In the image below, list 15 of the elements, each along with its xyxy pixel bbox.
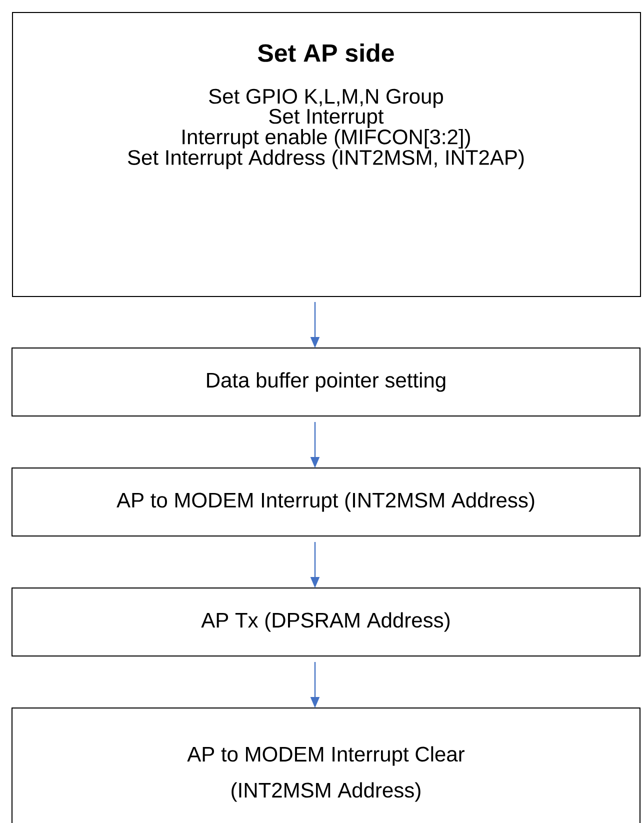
box-text: AP Tx (DPSRAM Address) [201,612,450,632]
process-box [12,588,640,656]
process-box [12,708,640,823]
node-label: Set AP side [258,44,394,62]
box-text: AP to MODEM Interrupt (INT2MSM Address) [116,492,534,512]
box-text: Data buffer pointer setting [207,372,446,392]
node-label: Set Interrupt [269,108,384,128]
process-box [12,12,641,297]
node-label: Set GPIO K,L,M,N Group [209,88,443,108]
node-label: Interrupt enable (MIFCON[3:2]) [182,128,470,149]
node-label: Set Interrupt Address (INT2MSM, INT2AP) [128,150,524,170]
process-box [12,348,640,416]
process-box [12,468,640,536]
box-text: AP to MODEM Interrupt Clear (INT2MSM Address) [187,746,464,802]
box-text: Set AP side Set GPIO K,L,M,N Group Set Interrupt Interrupt enable (MIFCON[3:2]) Set Interrupt Address (INT2MSM, INT2AP) [128,44,524,170]
